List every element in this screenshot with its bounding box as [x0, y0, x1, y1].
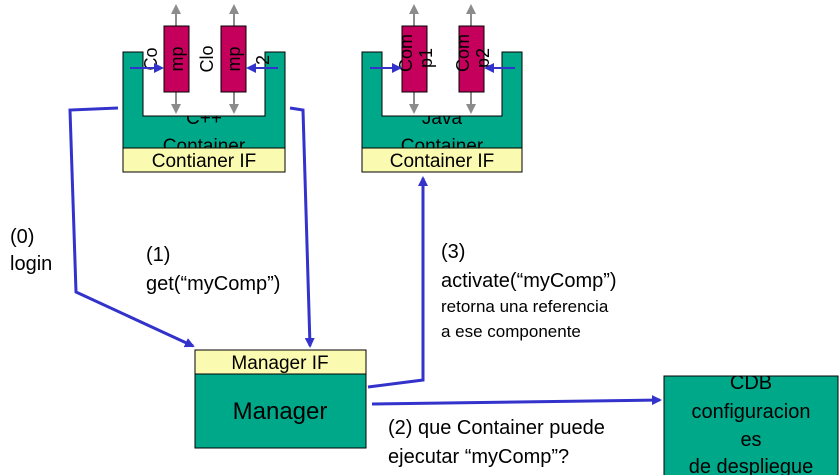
cpp-component-1-body-text: mp: [167, 46, 187, 71]
step-login-number: (0): [10, 226, 34, 248]
cpp-component-1-body: [163, 25, 190, 93]
get-arrow: [289, 106, 315, 348]
java-component-1-body: [401, 25, 428, 93]
cpp-container-interface-label: Contianer IF: [152, 151, 257, 172]
cpp-component-2-side-text: Clo: [197, 45, 217, 72]
activate-arrow: [367, 176, 428, 389]
cpp-container-label-line1: C++: [186, 108, 222, 129]
cpp-component-2: Clo mp 2: [197, 4, 273, 114]
cpp-container-interface: [122, 147, 286, 173]
cdb-line2: configuracion: [692, 401, 811, 423]
step-get-text: get(“myComp”): [146, 273, 280, 295]
cpp-component-2-body-text: mp: [224, 46, 244, 71]
cdb-line3: es: [740, 429, 761, 451]
step-activate-line3: a ese componente: [441, 322, 581, 341]
manager-interface-label: Manager IF: [231, 353, 328, 374]
step-activate-line1: activate(“myComp”): [441, 270, 617, 292]
cpp-container: C++ Container Contianer IF: [122, 51, 286, 173]
cpp-component-2-body: [220, 25, 247, 93]
step-get-number: (1): [146, 244, 170, 266]
cdb: CDB configuracion es de despliegue: [663, 372, 839, 475]
manager: Manager IF Manager: [194, 349, 367, 449]
java-container-label-line1: Java: [422, 108, 463, 129]
cdb-line4: de despliegue: [689, 456, 814, 475]
java-component-2-line1: Com: [453, 34, 473, 72]
java-component-1: Com p1: [396, 4, 436, 114]
step-query-line1: (2) que Container puede: [388, 417, 605, 439]
login-arrow: [68, 106, 195, 348]
java-container-shape: [361, 51, 523, 149]
step-activate-number: (3): [441, 241, 465, 263]
java-component-1-line1: Com: [396, 34, 416, 72]
java-container-label-line2: Container: [401, 136, 484, 157]
java-container-interface: [361, 147, 523, 173]
java-container: Java Container Container IF: [361, 51, 523, 173]
cpp-container-label-line2: Container: [163, 136, 246, 157]
step-query-line2: ejecutar “myComp”?: [388, 446, 569, 468]
cpp-component-1: Co mp: [141, 4, 190, 114]
cdb-box: [663, 375, 839, 475]
cdb-line1: CDB: [730, 372, 772, 394]
step-activate-line2: retorna una referencia: [441, 297, 609, 316]
java-component-2: Com p2: [453, 4, 493, 114]
java-component-1-line2: p1: [416, 48, 436, 68]
manager-box: [194, 373, 367, 449]
manager-label: Manager: [233, 398, 328, 425]
query-arrow: [371, 395, 662, 406]
java-component-2-body: [458, 25, 485, 93]
java-component-2-line2: p2: [473, 48, 493, 68]
java-container-interface-label: Container IF: [390, 151, 495, 172]
cpp-component-2-suffix: 2: [253, 55, 273, 65]
step-login-text: login: [10, 253, 52, 275]
